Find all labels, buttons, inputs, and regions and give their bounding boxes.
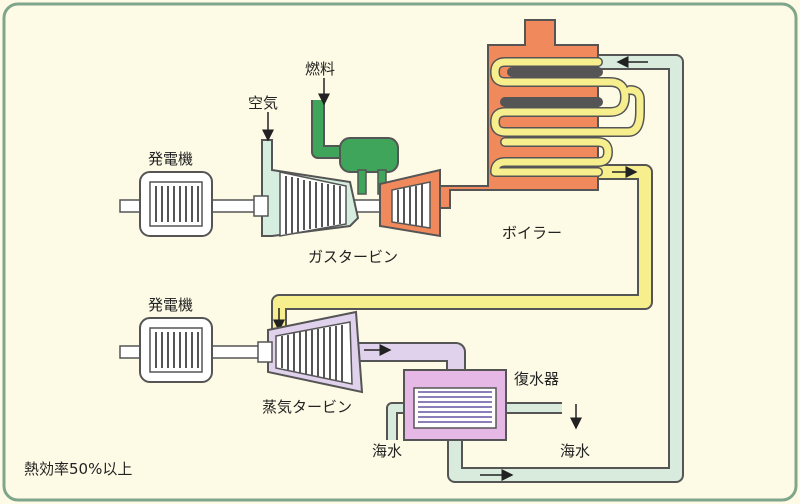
generator-top xyxy=(139,171,213,237)
label-boiler: ボイラー xyxy=(502,224,562,242)
label-steam-turbine: 蒸気タービン xyxy=(262,398,352,416)
label-condenser: 復水器 xyxy=(514,370,559,388)
gas-turbine-compressor xyxy=(253,139,360,237)
efficiency-note: 熱効率50%以上 xyxy=(24,460,132,478)
label-fuel: 燃料 xyxy=(305,60,335,78)
gas-turbine-expander xyxy=(379,168,441,238)
label-generator-top: 発電機 xyxy=(148,150,193,168)
label-seawater-in: 海水 xyxy=(372,442,402,460)
generator-bottom xyxy=(139,317,213,383)
steam-turbine xyxy=(257,310,364,394)
label-air: 空気 xyxy=(248,94,278,112)
label-gas-turbine: ガスタービン xyxy=(308,248,398,266)
condenser xyxy=(403,369,507,441)
boiler xyxy=(435,19,645,209)
combustor xyxy=(339,137,399,173)
label-generator-bottom: 発電機 xyxy=(148,296,193,314)
label-seawater-out: 海水 xyxy=(560,442,590,460)
fuel-supply xyxy=(311,100,399,195)
